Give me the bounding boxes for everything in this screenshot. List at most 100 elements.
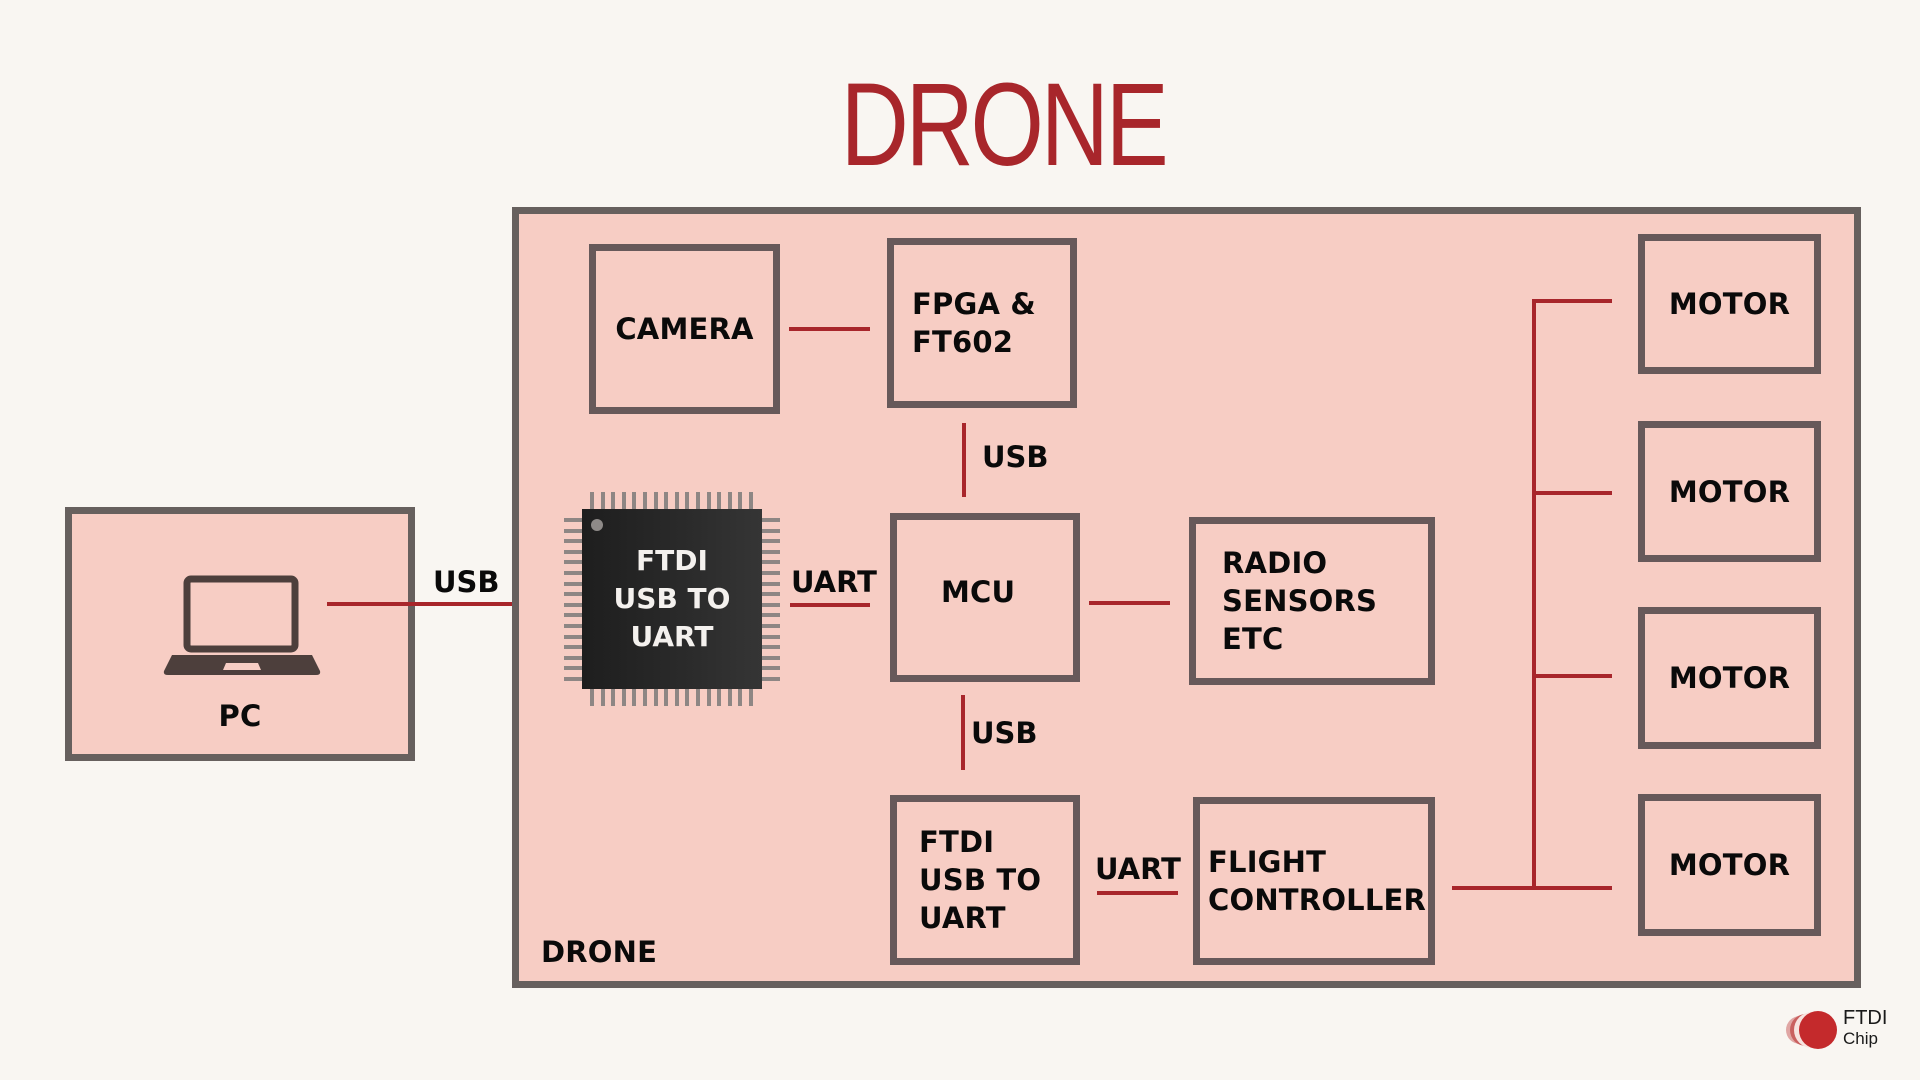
ftdi-bridge-label-line-1: FTDI — [919, 825, 995, 859]
flight-bus-connector — [1452, 886, 1612, 890]
chip-pin-right — [762, 528, 780, 533]
chip-pin-bottom — [696, 689, 700, 706]
chip-pin-bottom — [727, 689, 732, 706]
ftdi-logo-text-1: FTDI — [1843, 1007, 1888, 1029]
flight-label-line-1: FLIGHT — [1208, 845, 1327, 879]
chip-pin-right — [762, 624, 780, 628]
chip-pin-bottom — [706, 689, 711, 706]
chip-pin-left — [564, 624, 582, 628]
chip-pin-left — [564, 581, 582, 586]
chip-pin-top — [632, 492, 637, 509]
chip-pin-top — [664, 492, 669, 509]
bridge-flight-uart-label: UART — [1095, 852, 1181, 886]
chip-pin-right — [762, 549, 780, 554]
chip-pin-bottom — [685, 689, 690, 706]
chip-pin-top — [696, 492, 700, 509]
motor-block: MOTOR — [1638, 234, 1821, 374]
ftdi-chip: FTDI USB TO UART — [562, 490, 782, 708]
motor-bus-trunk — [1532, 299, 1536, 888]
chip-pin-right — [762, 666, 780, 671]
motor-label: MOTOR — [1668, 474, 1791, 509]
chip-pin-right — [762, 592, 780, 597]
fpga-block: FPGA & FT602 — [887, 238, 1077, 408]
chip-pin-left — [564, 655, 582, 660]
bridge-flight-connector — [1097, 891, 1178, 895]
ftdi-bridge-label-line-3: UART — [919, 901, 1006, 935]
chip-pin-left — [564, 677, 582, 681]
chip-pin-bottom — [738, 689, 743, 706]
fpga-label-line-1: FPGA & — [912, 287, 1036, 321]
chip-pin-left — [564, 560, 582, 565]
chip-pin-right — [762, 539, 780, 544]
fpga-label-line-2: FT602 — [912, 325, 1014, 359]
flight-label-line-2: CONTROLLER — [1208, 883, 1427, 917]
chip-pin-bottom — [674, 689, 679, 706]
chip-pin-top — [600, 492, 605, 509]
chip-pin-bottom — [621, 689, 626, 706]
fpga-mcu-usb-label: USB — [982, 440, 1049, 474]
ftdi-logo-text-2: Chip — [1843, 1029, 1878, 1048]
chip-pin-left — [564, 528, 582, 533]
motor-2-connector — [1532, 491, 1612, 495]
mcu-bridge-connector — [961, 695, 965, 770]
ftdi-chip-logo: FTDI Chip — [1778, 1008, 1888, 1052]
chip-pin-right — [762, 581, 780, 586]
chip-pin-top — [674, 492, 679, 509]
motor-1-connector — [1532, 299, 1612, 303]
chip-pin-top — [685, 492, 690, 509]
chip-pin-right — [762, 677, 780, 681]
chip-pin-top — [749, 492, 753, 509]
chip-pin-left — [564, 518, 582, 522]
chip-mcu-uart-label: UART — [791, 565, 877, 599]
motor-block: MOTOR — [1638, 607, 1821, 749]
ftdi-bridge-block: FTDI USB TO UART — [890, 795, 1080, 965]
chip-pin-bottom — [611, 689, 616, 706]
chip-pin-top — [706, 492, 711, 509]
chip-pin-top — [727, 492, 732, 509]
mcu-radio-connector — [1089, 601, 1170, 605]
ftdi-bridge-label-line-2: USB TO — [919, 863, 1042, 897]
chip-pin-top — [621, 492, 626, 509]
ftdi-chip-label-line-2: USB TO — [613, 582, 731, 615]
chip-pin-right — [762, 571, 780, 575]
diagram-title-text: DRONE — [840, 59, 1169, 191]
radio-sensors-block: RADIO SENSORS ETC — [1189, 517, 1435, 685]
chip-pin-right — [762, 655, 780, 660]
motor-label: MOTOR — [1668, 661, 1791, 695]
chip-pin-bottom — [590, 689, 594, 706]
pc-label: PC — [218, 699, 262, 733]
chip-pin-bottom — [664, 689, 669, 706]
camera-label: CAMERA — [615, 312, 754, 346]
motor-block: MOTOR — [1638, 421, 1821, 562]
motor-label: MOTOR — [1668, 287, 1791, 321]
chip-pin-bottom — [600, 689, 605, 706]
mcu-block: MCU — [890, 513, 1080, 682]
mcu-label: MCU — [941, 575, 1016, 609]
camera-block: CAMERA — [589, 244, 780, 414]
motor-3-connector — [1532, 674, 1612, 678]
chip-pin-left — [564, 592, 582, 597]
chip-pin-top — [611, 492, 616, 509]
chip-pin-top — [738, 492, 743, 509]
chip-pin-bottom — [653, 689, 658, 706]
fpga-mcu-connector — [962, 423, 966, 497]
chip-pin-left — [564, 571, 582, 575]
laptop-icon — [163, 575, 321, 675]
pin-1-marker — [591, 519, 603, 531]
chip-pin-right — [762, 613, 780, 618]
radio-label-line-1: RADIO — [1222, 546, 1328, 580]
pc-usb-connector — [327, 602, 541, 606]
mcu-bridge-usb-label: USB — [971, 716, 1038, 750]
pc-block: PC — [65, 507, 415, 761]
radio-label-line-2: SENSORS — [1222, 584, 1378, 618]
chip-pin-top — [643, 492, 647, 509]
chip-pin-left — [564, 666, 582, 671]
chip-pin-left — [564, 549, 582, 554]
chip-pin-left — [564, 602, 582, 607]
motor-label: MOTOR — [1668, 848, 1791, 882]
motor-block: MOTOR — [1638, 794, 1821, 936]
chip-mcu-connector — [790, 603, 870, 607]
chip-pin-right — [762, 602, 780, 607]
chip-pin-left — [564, 645, 582, 650]
ftdi-chip-body: FTDI USB TO UART — [582, 509, 762, 689]
